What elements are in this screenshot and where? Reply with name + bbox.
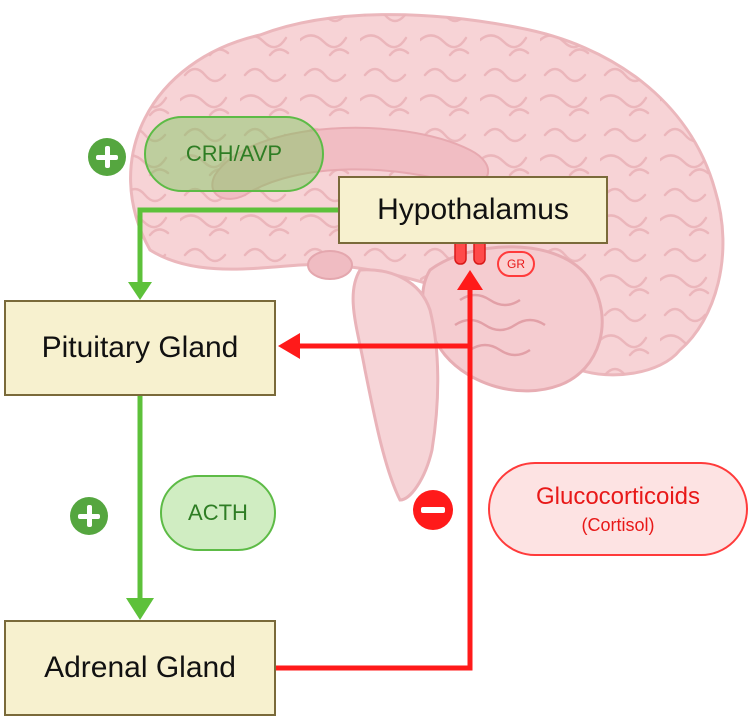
crh-avp-label: CRH/AVP <box>185 141 283 166</box>
cortisol-label: (Cortisol) <box>581 514 655 535</box>
pituitary-gland-box: Pituitary Gland <box>4 300 276 396</box>
glucocorticoids-pill: Glucocorticoids (Cortisol) <box>488 462 748 556</box>
gr-receptor-pill: GR <box>497 251 535 277</box>
glucocorticoids-label: Glucocorticoids <box>535 482 701 510</box>
brainstem <box>351 268 440 502</box>
crh-avp-pill: CRH/AVP <box>144 116 324 192</box>
acth-pill: ACTH <box>160 475 276 551</box>
minus-icon <box>413 490 453 530</box>
acth-label: ACTH <box>188 500 248 525</box>
hypothalamus-label: Hypothalamus <box>377 193 569 226</box>
adrenal-gland-box: Adrenal Gland <box>4 620 276 716</box>
gr-label: GR <box>507 257 525 271</box>
plus-icon <box>88 138 126 176</box>
hypothalamus-box: Hypothalamus <box>338 176 608 244</box>
adrenal-gland-label: Adrenal Gland <box>44 651 236 684</box>
arrow-adrenal-feedback <box>276 286 473 671</box>
arrow-hypothalamus-to-pituitary <box>137 207 338 286</box>
pituitary-gland-label: Pituitary Gland <box>41 331 239 364</box>
plus-icon <box>70 497 108 535</box>
